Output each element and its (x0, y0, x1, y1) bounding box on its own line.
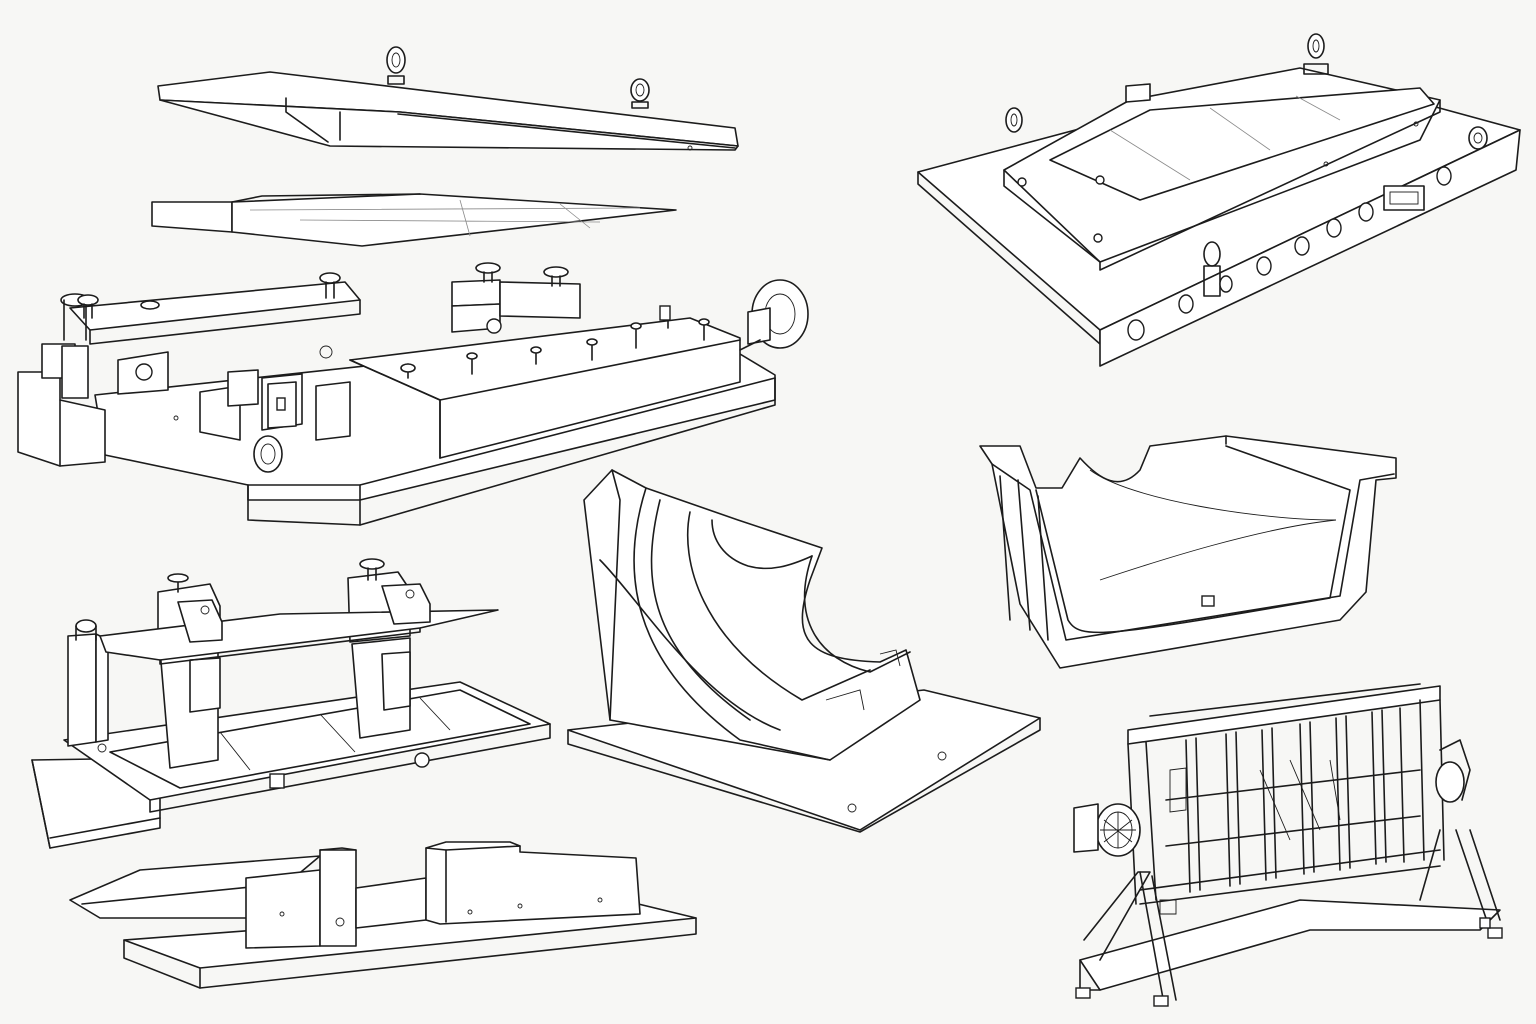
pivot-gear-icon (1435, 739, 1471, 803)
rail-base-fixture (69, 841, 697, 989)
lifting-eye-icon (253, 435, 283, 473)
upper-mold-plate (157, 46, 739, 151)
lifting-eye-icon (1468, 126, 1488, 150)
curved-saddle-mold (567, 469, 1041, 833)
tray-shell (979, 435, 1397, 669)
clamp-bridge-fixture (31, 558, 551, 849)
pins (400, 305, 710, 379)
rack-bars (1185, 707, 1405, 893)
lifting-eye-icon (386, 46, 406, 85)
lifting-eye-icon (630, 78, 650, 109)
clamping-fixture-base (17, 262, 809, 526)
lifting-eye-icon (1203, 241, 1221, 297)
lifting-eye-icon (1303, 33, 1329, 75)
clamp-wheel-icon (739, 279, 809, 351)
lifting-eye-icon (1005, 107, 1023, 133)
panel-insert-sheet (151, 193, 677, 247)
lidded-mold-box (917, 33, 1521, 367)
tilting-rack-fixture (1073, 683, 1503, 1007)
handwheel-icon (1095, 803, 1141, 857)
